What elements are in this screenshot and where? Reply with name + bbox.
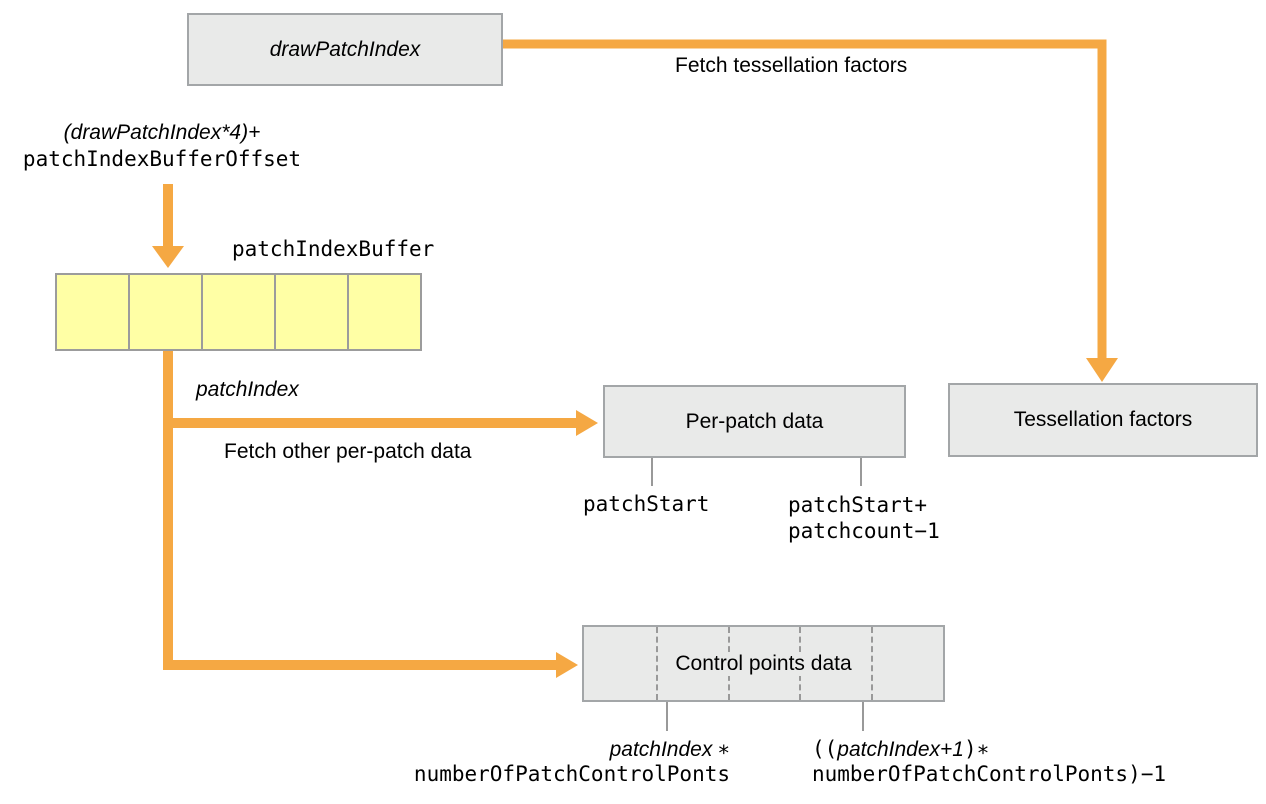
buffer-offset-expression-line1: (drawPatchIndex*4)+ [63,121,261,144]
patch-index-buffer-cell [201,275,274,349]
patch-start-tick [651,458,653,486]
control-points-data-label: Control points data [667,651,860,676]
control-points-data-box: Control points data [582,625,945,702]
fetch-tessellation-factors-label: Fetch tessellation factors [675,54,908,77]
patch-index-buffer-cell [347,275,420,349]
arrowhead-buffer-offset [152,246,184,268]
draw-patch-index-box: drawPatchIndex [187,13,503,86]
control-start-line2: numberOfPatchControlPonts [413,762,730,786]
control-end-expression: ((patchIndex+1)∗ numberOfPatchControlPon… [812,737,1166,787]
tessellation-factors-label: Tessellation factors [1013,408,1193,431]
control-points-divider [871,627,874,700]
control-start-italic-part: patchIndex [609,738,713,761]
control-end-line2: numberOfPatchControlPonts)−1 [812,762,1167,786]
tessellation-factors-box: Tessellation factors [948,383,1258,457]
patch-index-buffer [55,273,422,351]
per-patch-data-label: Per-patch data [685,409,824,433]
patch-range-end-line1: patchStart+ [788,493,928,517]
buffer-offset-expression-line2: patchIndexBufferOffset [22,147,302,171]
arrow-control-points [163,351,556,670]
patch-index-label: patchIndex [196,378,299,401]
control-points-divider [655,627,658,700]
patch-range-end-expression: patchStart+ patchcount−1 [788,492,940,544]
patch-end-tick [860,458,862,486]
arrowhead-control-points [556,652,578,678]
draw-patch-index-label: drawPatchIndex [269,37,421,61]
patch-range-end-line2: patchcount−1 [788,519,940,543]
arrowhead-per-patch-data [576,410,598,436]
buffer-offset-expression: (drawPatchIndex*4)+ patchIndexBufferOffs… [22,119,302,173]
arrow-fetch-tessellation-factors [503,39,1107,360]
arrowhead-tessellation-factors [1086,358,1118,382]
patch-start-expression: patchStart [583,492,710,516]
control-start-expression: patchIndex∗ numberOfPatchControlPonts [414,737,730,787]
patch-index-buffer-cell [274,275,347,349]
per-patch-data-box: Per-patch data [603,385,906,458]
control-end-line1: ((patchIndex+1)∗ [812,737,1166,762]
control-start-operator: ∗ [717,737,730,761]
patch-index-buffer-label: patchIndexBuffer [232,237,435,261]
patch-index-buffer-cell [57,275,128,349]
control-end-tick [862,702,864,731]
control-end-close-paren: )∗ [963,737,990,761]
control-start-line1: patchIndex∗ [414,737,730,762]
fetch-other-per-patch-data-label: Fetch other per-patch data [224,440,472,463]
control-end-open-paren: (( [812,737,838,761]
control-start-tick [666,702,668,731]
control-end-italic-part: patchIndex+1 [837,738,964,761]
patch-index-buffer-cell [128,275,201,349]
